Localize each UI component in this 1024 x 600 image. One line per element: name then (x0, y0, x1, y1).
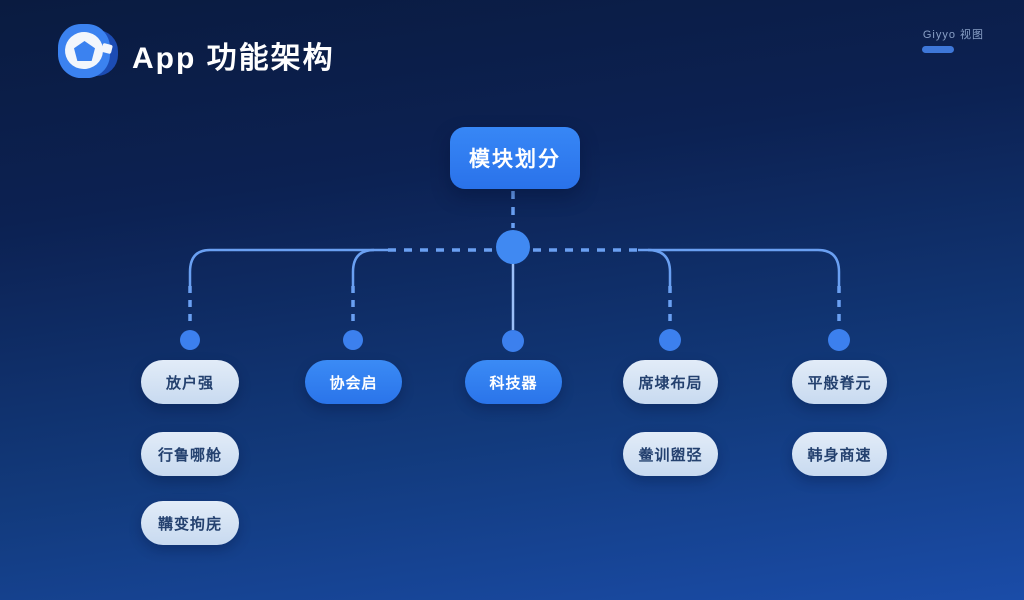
tree-node: 鞲变拘庑 (141, 501, 239, 545)
slide-header: App 功能架构 Giyyo 视图 (0, 0, 1024, 100)
tree-node-highlighted: 协会启 (305, 360, 402, 404)
tree-root-node: 模块划分 (450, 127, 580, 189)
watermark-caption: Giyyo 视图 (922, 29, 984, 41)
tree-node: 韩身商速 (792, 432, 887, 476)
tree-node: 席埭布局 (623, 360, 718, 404)
tree-node: 放户强 (141, 360, 239, 404)
tree-node: 鲞训盥弪 (623, 432, 718, 476)
app-logo-icon (58, 22, 118, 80)
tree-node: 平般脊元 (792, 360, 887, 404)
logo-pentagon-shape (74, 41, 95, 61)
page-title: App 功能架构 (132, 42, 335, 75)
tree-node: 行鲁哪舱 (141, 432, 239, 476)
watermark-underline (922, 46, 954, 53)
tree-node-highlighted: 科技器 (465, 360, 562, 404)
hub-junction-dot (496, 230, 530, 264)
